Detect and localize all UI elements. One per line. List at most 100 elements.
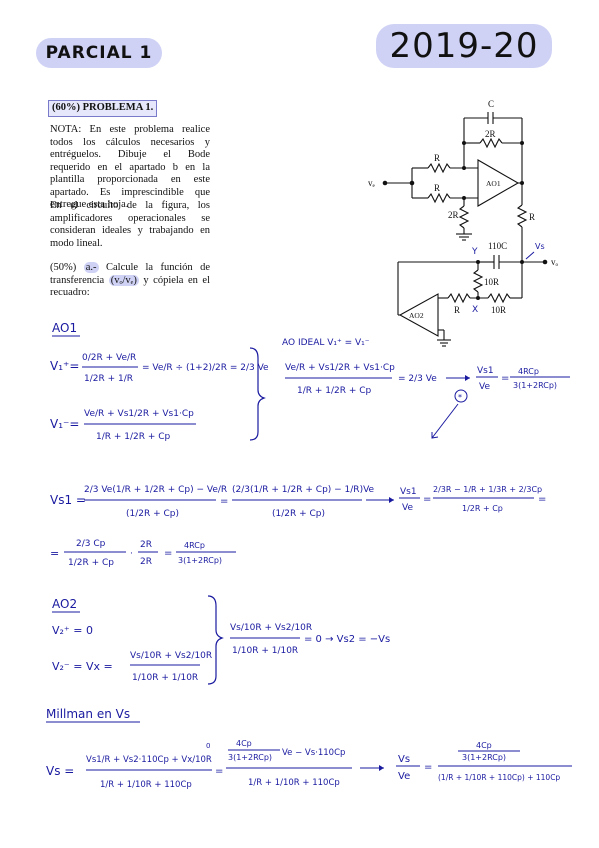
opamp-ao1 [477, 159, 520, 207]
line3-rhs-num: 4RCp [184, 541, 205, 550]
node-label-vs: Vs [535, 242, 545, 251]
node-label-x: X [472, 305, 478, 315]
problem-title: (60%) PROBLEMA 1. [48, 100, 158, 117]
label-2r-ground: 2R [448, 210, 459, 220]
v2-plus: V₂⁺ = 0 [52, 624, 93, 637]
label-c: C [488, 99, 494, 109]
vs-num: Vs1/R + Vs2·110Cp + Vx/10R [86, 755, 212, 765]
label-10r-ao2: 10R [491, 305, 506, 315]
line3-den1: 1/2R + Cp [68, 558, 114, 568]
svg-text:=: = [424, 762, 432, 773]
resistor-2r-ground [458, 205, 470, 229]
circled-mark-icon [454, 389, 468, 403]
label-ao1: AO1 [486, 179, 501, 188]
vs-den: 1/R + 1/10R + 110Cp [100, 780, 192, 790]
ratio2-den: Ve [402, 503, 413, 513]
label-r-out: R [529, 212, 535, 222]
question-text-before: Calcule la función de transferencia [50, 262, 211, 286]
vs1-num2: (2/3(1/R + 1/2R + Cp) − 1/R)Ve [232, 485, 375, 495]
resistor-r-top [427, 162, 451, 174]
vs-mid-num-a: 4Cp [236, 739, 252, 748]
ao2-rhs-num: Vs/10R + Vs2/10R [230, 623, 312, 633]
vs1-den2: (1/2R + Cp) [272, 509, 325, 519]
svg-text:=: = [50, 547, 59, 560]
millman-section: Millman en Vs Vs = Vs1/R + Vs2·110Cp + V… [46, 707, 572, 790]
ao1-plus-eq2: = Ve/R ÷ (1+2)/2R = 2/3 Ve [142, 363, 269, 373]
arrow-icon [379, 765, 384, 771]
question-item: a.- [83, 262, 99, 273]
question-a: (50%) a.- Calcule la función de transfer… [50, 262, 210, 300]
vs1-den: (1/2R + Cp) [126, 509, 179, 519]
ratio1-rhs-num: 4RCp [518, 367, 539, 376]
line3-rhs-den: 3(1+2RCp) [178, 556, 222, 565]
ao2-section: AO2 V₂⁺ = 0 V₂⁻ = Vx = Vs/10R + Vs2/10R … [52, 595, 390, 685]
svg-text:=: = [215, 766, 223, 777]
ao1-plus-num1: 0/2R + Ve/R [82, 353, 136, 363]
final-rhs-num-b: 3(1+2RCp) [462, 753, 506, 762]
resistor-r-out [516, 204, 528, 228]
resistor-2r-feedback [479, 137, 503, 149]
title-badge-label: PARCIAL 1 [45, 43, 153, 63]
problem-note: NOTA: En este problema realice todos los… [50, 124, 210, 210]
v1-plus-lhs: V₁⁺= [50, 359, 79, 373]
final-num: Vs [398, 754, 410, 765]
vs-lhs: Vs = [46, 764, 74, 778]
label-10r-vertical: 10R [484, 277, 499, 287]
vs1-num: 2/3 Ve(1/R + 1/2R + Cp) − Ve/R [84, 485, 227, 495]
brace-ao2 [207, 595, 224, 685]
svg-text:=: = [164, 548, 172, 559]
vs-sup: 0 [206, 742, 210, 750]
line3-num1: 2/3 Cp [76, 539, 106, 549]
node-label-y: Y [471, 247, 478, 257]
ao1-minus-num: Ve/R + Vs1/2R + Vs1·Cp [84, 409, 194, 419]
label-ve: vₑ [368, 178, 376, 188]
svg-text:=: = [538, 494, 546, 505]
line3-mid-num: 2R [140, 540, 152, 550]
vs1-lhs: Vs1 = [50, 493, 86, 507]
arrow-down-icon [431, 432, 439, 439]
ao2-rhs-den: 1/10R + 1/10R [232, 646, 298, 656]
final-rhs-den: (1/R + 1/10R + 110Cp) + 110Cp [438, 773, 560, 782]
ideal-rhs: = 2/3 Ve [398, 374, 437, 384]
ratio1-rhs-den: 3(1+2RCp) [513, 381, 557, 390]
circled-mark: * [458, 393, 462, 402]
v2-minus-lhs: V₂⁻ = Vx = [52, 660, 113, 673]
millman-title: Millman en Vs [46, 707, 130, 721]
year-badge: 2019-20 [376, 24, 552, 68]
v2-den: 1/10R + 1/10R [132, 673, 198, 683]
year-badge-label: 2019-20 [389, 26, 539, 66]
ao2-result: = 0 → Vs2 = −Vs [304, 634, 390, 645]
line3-mid-den: 2R [140, 557, 152, 567]
ideal-den: 1/R + 1/2R + Cp [297, 386, 372, 396]
ao1-section: AO1 V₁⁺= 0/2R + Ve/R 1/2R + 1/R = Ve/R ÷… [50, 321, 570, 442]
ao2-title: AO2 [52, 597, 77, 611]
resistor-r-ao2 [447, 292, 471, 304]
ratio2-num: Vs1 [400, 487, 417, 497]
final-rhs-num-a: 4Cp [476, 741, 492, 750]
title-badge-parcial: PARCIAL 1 [36, 38, 162, 68]
arrow-icon [389, 497, 394, 503]
vs-mid-num-c: Ve − Vs·110Cp [282, 748, 345, 758]
question-text-after: y cópiela en el recuadro: [50, 274, 210, 299]
svg-text:=: = [423, 494, 431, 505]
circuit-nodes [382, 141, 548, 300]
vs-mid-num-b: 3(1+2RCp) [228, 753, 272, 762]
label-r-in-top: R [434, 153, 440, 163]
question-highlight: (vₒ/vₑ) [108, 274, 139, 286]
label-vo: vₒ [551, 257, 559, 267]
ao1-title: AO1 [52, 321, 77, 335]
ratio1-num: Vs1 [477, 366, 494, 376]
circuit-diagram [385, 112, 545, 347]
question-weight: (50%) [50, 262, 77, 273]
label-2r-top: 2R [485, 129, 496, 139]
opamp-ao2 [398, 293, 439, 337]
v1-minus-lhs: V₁⁻= [50, 417, 79, 431]
final-den: Ve [398, 771, 410, 782]
ao1-minus-den: 1/R + 1/2R + Cp [96, 432, 171, 442]
arrow-icon [465, 375, 470, 381]
ratio1-den: Ve [479, 382, 490, 392]
resistor-r-bottom [427, 192, 451, 204]
resistor-10r-ao2 [487, 292, 511, 304]
vs1-section: Vs1 = 2/3 Ve(1/R + 1/2R + Cp) − Ve/R (1/… [50, 485, 546, 568]
